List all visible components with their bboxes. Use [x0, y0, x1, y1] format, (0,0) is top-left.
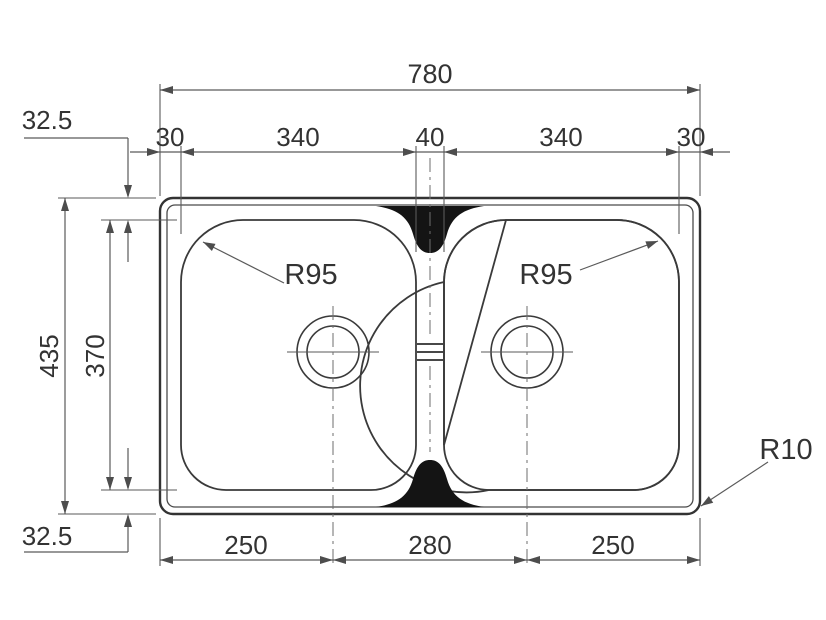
radius-right-bowl-label: R95	[519, 259, 572, 291]
dim-overall-height-label: 435	[34, 334, 64, 377]
center-marks	[417, 343, 443, 361]
dim-bottom-right-label: 250	[591, 530, 634, 560]
radius-corner-label: R10	[759, 434, 812, 466]
center-divider-shading	[376, 206, 484, 507]
leader-radius-corner	[700, 461, 769, 507]
dim-top-right-edge-label: 30	[677, 122, 706, 152]
left-bowl	[180, 219, 417, 491]
leader-radius-right-bowl	[579, 240, 659, 271]
divider-shade-top	[376, 206, 484, 253]
dim-top-left-edge-label: 30	[156, 122, 185, 152]
radius-leaders	[202, 240, 769, 507]
dimension-arrowheads	[61, 86, 713, 564]
divider-shade-bottom	[376, 460, 484, 507]
dim-overall-width-label: 780	[407, 59, 452, 89]
centerlines	[332, 158, 528, 566]
dim-top-left-bowl-label: 340	[276, 122, 319, 152]
right-bowl-outline	[443, 219, 680, 491]
dim-bottom-left-label: 250	[224, 530, 267, 560]
dim-top-right-bowl-label: 340	[539, 122, 582, 152]
radius-left-bowl-label: R95	[284, 259, 337, 291]
dim-bowl-height-label: 370	[80, 334, 110, 377]
leader-radius-left-bowl	[202, 241, 285, 284]
extension-lines	[58, 84, 701, 566]
dim-bottom-center-label: 280	[408, 530, 451, 560]
dimension-lines	[24, 89, 730, 561]
dim-bottom-offset-label: 32.5	[22, 521, 73, 551]
dim-top-center-gap-label: 40	[416, 122, 445, 152]
dim-top-offset-label: 32.5	[22, 105, 73, 135]
